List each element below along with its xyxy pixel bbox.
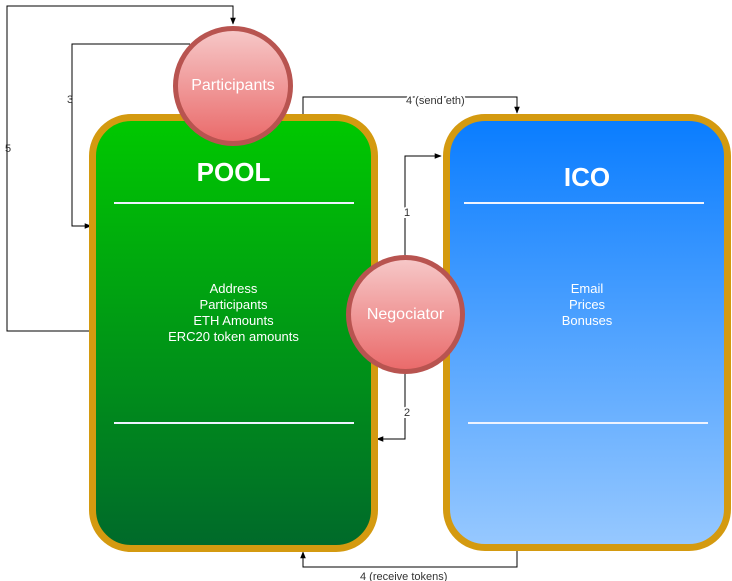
edge-2-line — [376, 374, 406, 442]
negociator-node: Negociator — [346, 255, 465, 374]
edge-5-label: 5 — [5, 143, 11, 155]
edge-4-receive-label: 4 (receive tokens) — [360, 571, 447, 581]
edge-1-line — [404, 153, 442, 255]
ico-divider-bottom — [468, 422, 708, 424]
edge-5-line — [6, 5, 236, 332]
pool-fields: Address Participants ETH Amounts ERC20 t… — [96, 281, 371, 345]
edge-3-label: 3 — [67, 94, 73, 106]
edge-4-receive-line — [300, 551, 518, 568]
edge-4-send-line — [302, 96, 520, 114]
ico-field: Email — [570, 281, 604, 296]
participants-label: Participants — [191, 77, 275, 94]
ico-box: ICO Email Prices Bonuses — [443, 114, 731, 551]
ico-field: Prices — [568, 297, 606, 312]
pool-divider-bottom — [114, 422, 354, 424]
participants-node: Participants — [173, 26, 293, 146]
ico-field: Bonuses — [561, 313, 613, 328]
negociator-label: Negociator — [366, 305, 445, 323]
edge-2-label: 2 — [404, 407, 410, 419]
ico-divider-top — [464, 202, 704, 204]
ico-title: ICO — [563, 162, 611, 192]
pool-field: Participants — [199, 297, 268, 312]
pool-divider-top — [114, 202, 354, 204]
ico-fields: Email Prices Bonuses — [450, 281, 724, 329]
edge-4-send-label: 4 (send eth) — [406, 95, 465, 107]
pool-field: ETH Amounts — [193, 313, 274, 328]
edge-3-line — [71, 43, 190, 229]
pool-field: Address — [209, 281, 258, 296]
pool-title: POOL — [196, 157, 271, 187]
pool-box: POOL Address Participants ETH Amounts ER… — [89, 114, 378, 552]
edge-1-label: 1 — [404, 207, 410, 219]
pool-field: ERC20 token amounts — [168, 329, 299, 344]
